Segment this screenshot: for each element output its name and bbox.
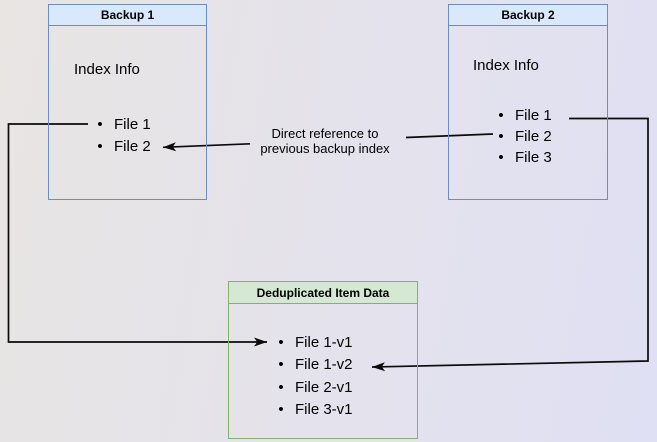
direct-reference-label: Direct reference to previous backup inde… (225, 126, 425, 156)
backup2-file-list: • File 1 • File 2 • File 3 (494, 105, 552, 168)
list-item: • File 1-v1 (274, 331, 353, 354)
dedup-file-list: • File 1-v1 • File 1-v2 • File 2-v1 • Fi… (274, 331, 353, 422)
bullet-icon: • (97, 137, 103, 155)
bullet-icon: • (498, 107, 504, 124)
direct-reference-label-line1: Direct reference to (271, 126, 379, 141)
backup1-title: Backup 1 (49, 5, 206, 26)
list-item-label: File 2 (515, 128, 552, 145)
list-item-label: File 3-v1 (295, 401, 353, 419)
backup2-subtitle: Index Info (473, 57, 539, 74)
bullet-icon: • (278, 378, 284, 396)
backup1-subtitle: Index Info (74, 61, 140, 78)
bullet-icon: • (278, 333, 284, 351)
bullet-icon: • (278, 401, 284, 419)
backup2-title: Backup 2 (449, 5, 607, 26)
list-item: • File 1 (494, 105, 552, 126)
list-item: • File 2 (93, 135, 151, 157)
list-item-label: File 1 (515, 107, 552, 124)
list-item: • File 2-v1 (274, 376, 353, 399)
direct-reference-label-line2: previous backup index (260, 141, 390, 156)
bullet-icon: • (498, 149, 504, 166)
bullet-icon: • (498, 128, 504, 145)
dedup-title: Deduplicated Item Data (229, 282, 417, 304)
bullet-icon: • (278, 356, 284, 374)
backup1-box: Backup 1 (48, 4, 207, 200)
list-item: • File 1-v2 (274, 354, 353, 377)
list-item-label: File 2 (114, 137, 151, 155)
list-item-label: File 2-v1 (295, 378, 353, 396)
list-item: • File 1 (93, 113, 151, 135)
list-item: • File 3-v1 (274, 399, 353, 422)
backup1-file-list: • File 1 • File 2 (93, 113, 151, 157)
list-item-label: File 1-v2 (295, 356, 353, 374)
dedup-box: Deduplicated Item Data (228, 281, 418, 439)
list-item-label: File 1 (114, 115, 151, 133)
list-item: • File 3 (494, 147, 552, 168)
list-item-label: File 3 (515, 149, 552, 166)
backup2-box: Backup 2 (448, 4, 608, 200)
bullet-icon: • (97, 115, 103, 133)
list-item: • File 2 (494, 126, 552, 147)
list-item-label: File 1-v1 (295, 333, 353, 351)
